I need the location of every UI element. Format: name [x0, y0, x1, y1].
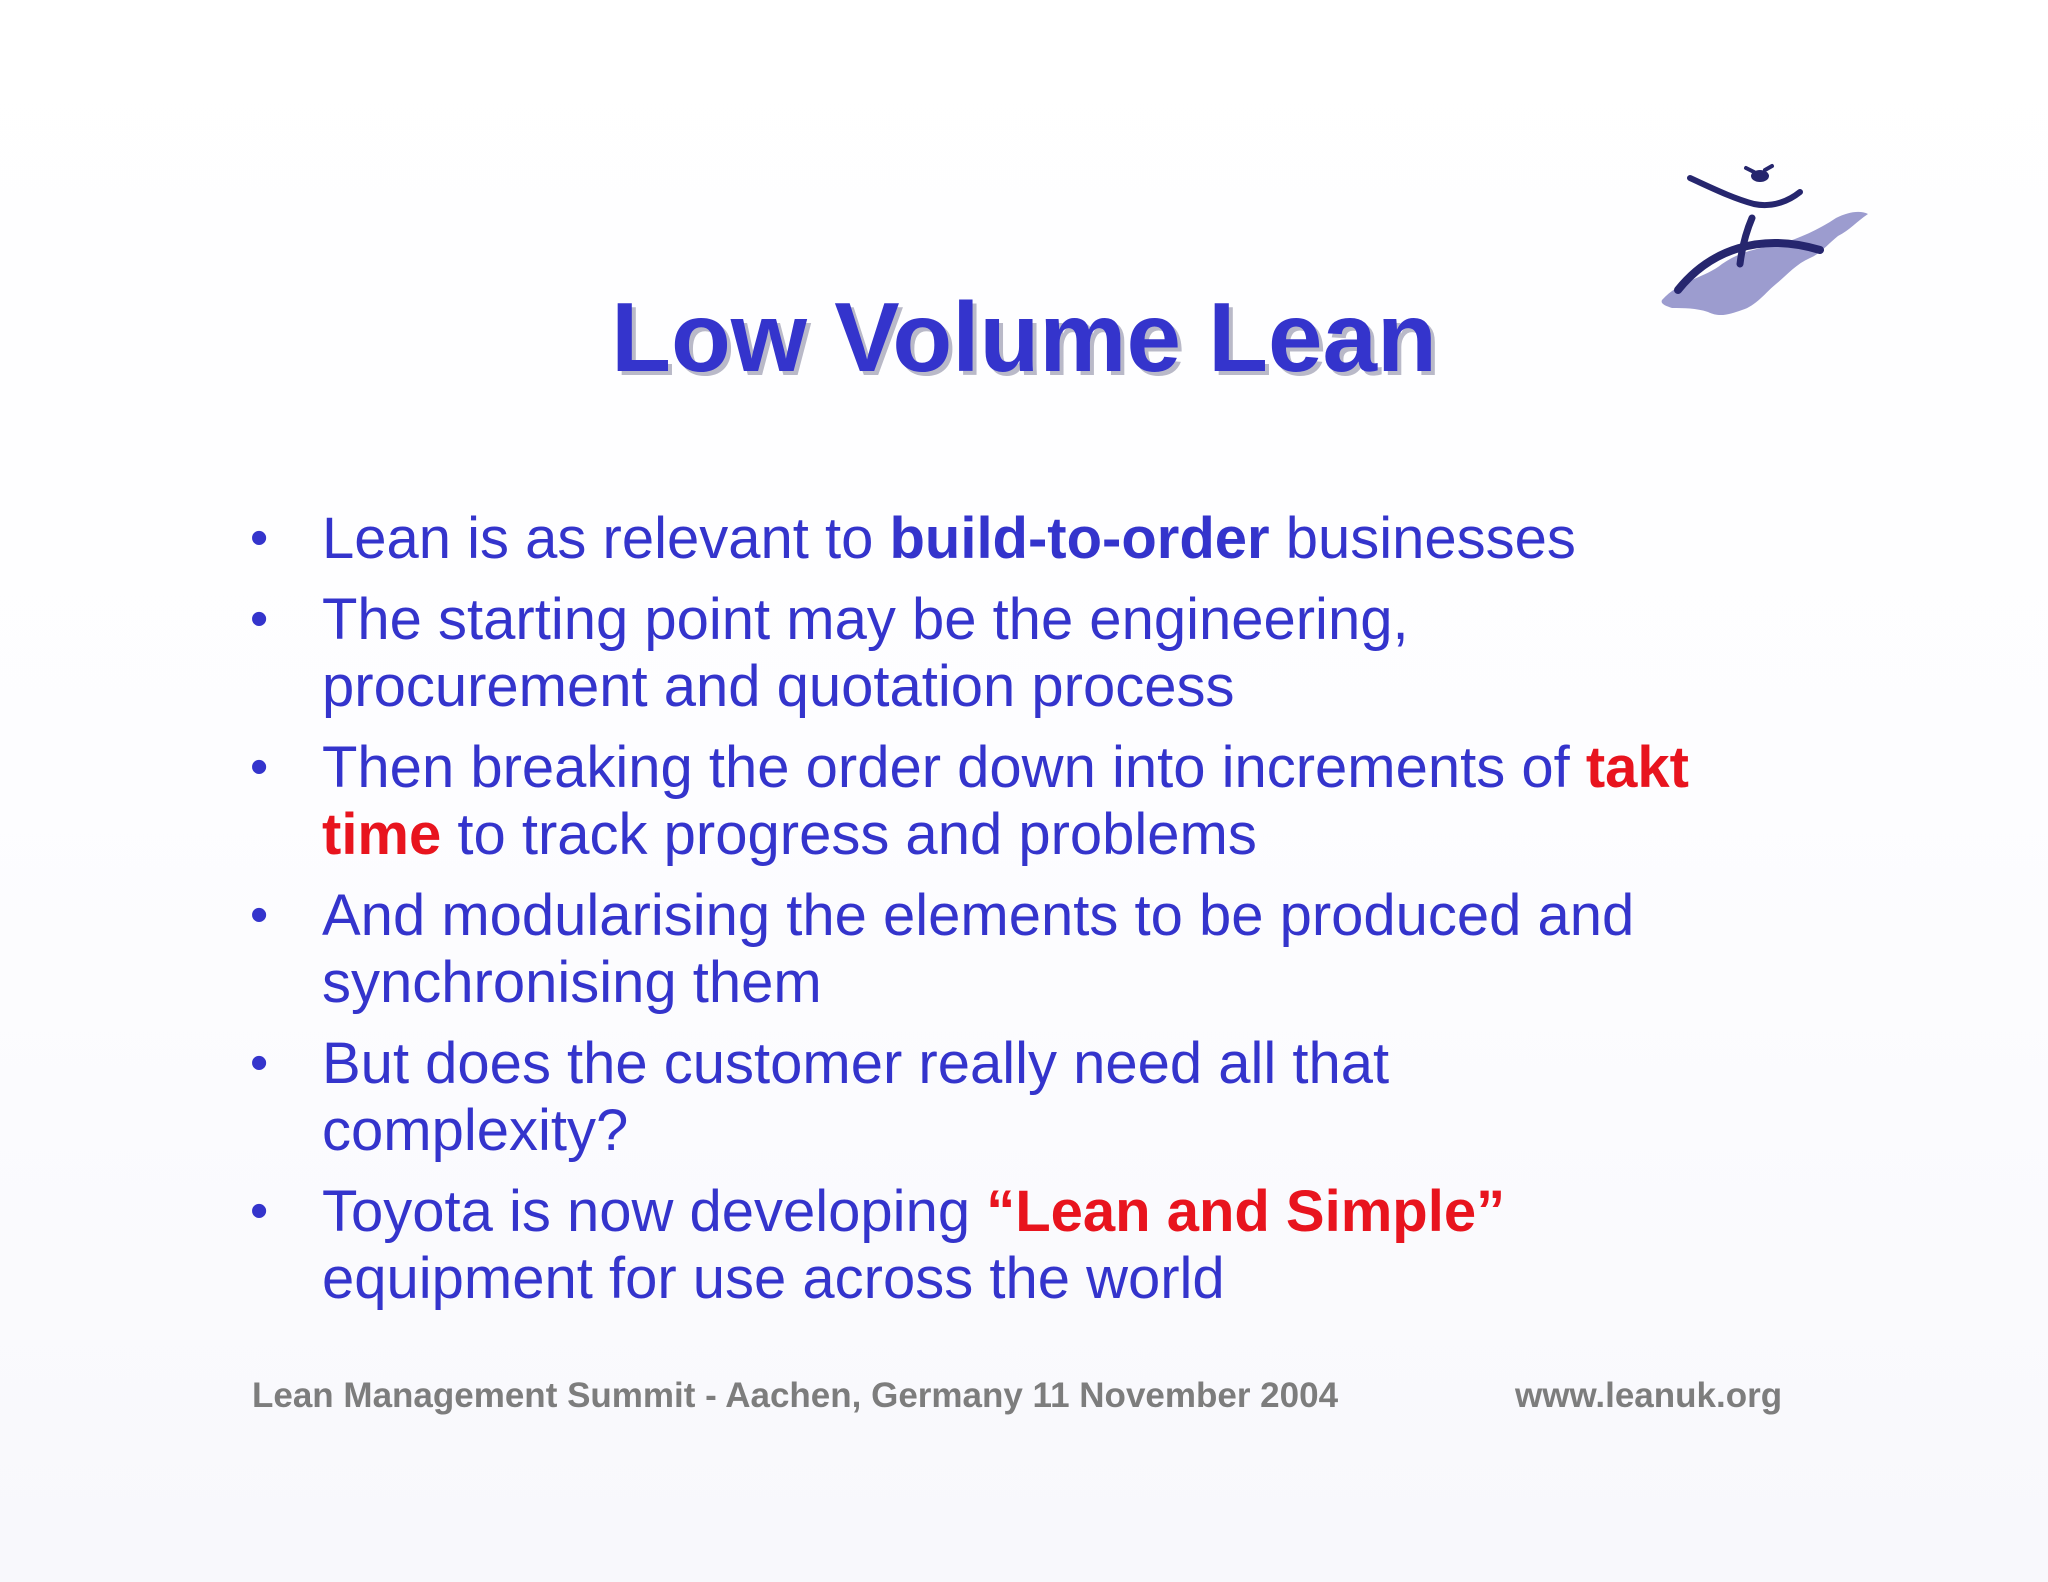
bullet-emphasis: build-to-order	[889, 506, 1270, 571]
figure-arms	[1687, 175, 1803, 208]
footer-website: www.leanuk.org	[1515, 1376, 1783, 1415]
bullet-text: The starting point may be the engineerin…	[322, 587, 1409, 652]
bullet-marker: •	[250, 1182, 269, 1240]
bullet-marker: •	[250, 738, 269, 796]
figure-body	[1736, 214, 1756, 268]
bullet-item: • Lean is as relevant to build-to-order …	[250, 505, 1810, 572]
bullet-text: equipment for use across the world	[322, 1246, 1225, 1311]
bullet-text: complexity?	[322, 1098, 629, 1163]
bullet-text: Lean is as relevant to	[322, 506, 890, 571]
bullet-item: • But does the customer really need all …	[250, 1030, 1810, 1164]
bullet-text: to track progress and problems	[441, 802, 1257, 867]
bullet-text: procurement and quotation process	[322, 654, 1235, 719]
bullet-item: • The starting point may be the engineer…	[250, 586, 1810, 720]
bullet-text: businesses	[1269, 506, 1576, 571]
bullet-text: And modularising the elements to be prod…	[322, 883, 1635, 948]
bullet-item: • Toyota is now developing “Lean and Sim…	[250, 1178, 1810, 1312]
bullet-highlight: “Lean and Simple”	[986, 1179, 1506, 1244]
bullet-marker: •	[250, 590, 269, 648]
bullet-text: Toyota is now developing	[322, 1179, 987, 1244]
bullet-text: synchronising them	[322, 950, 822, 1015]
bullet-item: • Then breaking the order down into incr…	[250, 734, 1810, 868]
bullet-text: Then breaking the order down into increm…	[322, 735, 1586, 800]
bullet-marker: •	[250, 509, 269, 567]
bullet-highlight: time	[322, 802, 442, 867]
bullet-marker: •	[250, 886, 269, 944]
swoosh-arc	[1674, 239, 1824, 294]
slide-title: Low Volume Lean	[611, 282, 1437, 392]
bullet-item: • And modularising the elements to be pr…	[250, 882, 1810, 1016]
europe-map-shape	[1661, 211, 1868, 316]
leanuk-logo-icon	[1661, 164, 1868, 316]
bullet-marker: •	[250, 1034, 269, 1092]
bullet-highlight: takt	[1585, 735, 1689, 800]
bullet-text: But does the customer really need all th…	[322, 1031, 1390, 1096]
bullet-list: • Lean is as relevant to build-to-order …	[250, 505, 1810, 1326]
footer-event: Lean Management Summit - Aachen, Germany…	[252, 1376, 1339, 1415]
